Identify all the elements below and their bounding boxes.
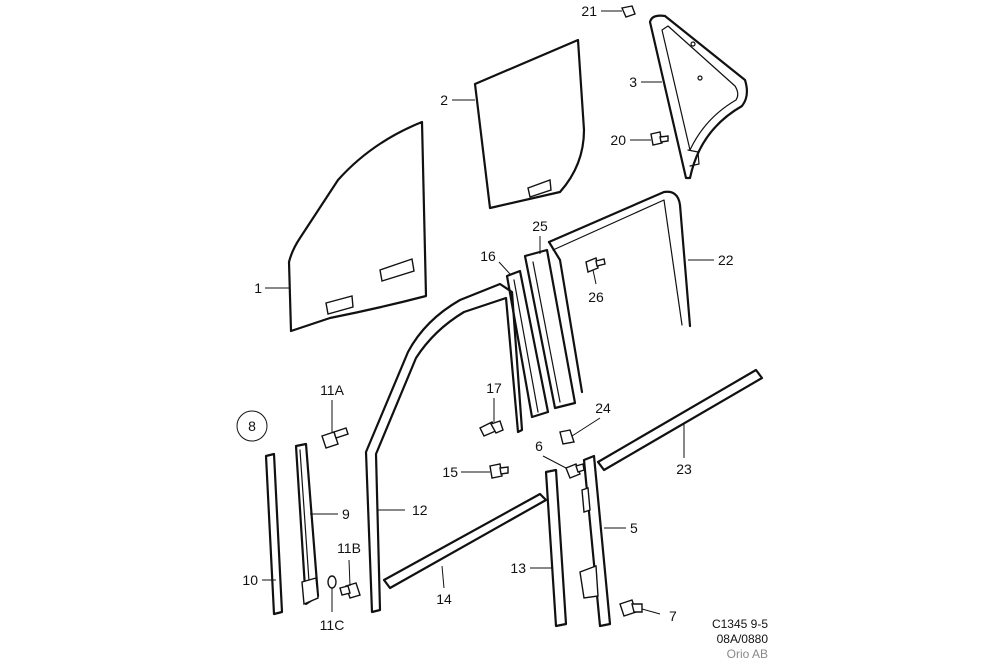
part-6-fastener — [565, 463, 585, 479]
callout-2: 2 — [440, 92, 448, 108]
part-21-clip — [621, 5, 636, 18]
part-7-bolt — [619, 599, 643, 617]
footer-company: Orio AB — [726, 647, 768, 661]
callout-10: 10 — [242, 572, 258, 588]
callout-11c: 11C — [320, 617, 345, 633]
callout-5: 5 — [630, 520, 638, 536]
callout-23: 23 — [676, 461, 692, 477]
callout-8-circle — [236, 410, 268, 442]
part-9-weatherstrip — [294, 442, 320, 606]
callout-17: 17 — [486, 380, 502, 396]
part-23-rear-sill — [596, 368, 764, 472]
leader-lines — [262, 10, 714, 615]
callout-14: 14 — [436, 591, 452, 607]
part-2-rear-door-glass — [473, 38, 586, 210]
callout-12: 12 — [412, 502, 428, 518]
part-20-screw — [650, 131, 669, 146]
callout-8: 8 — [248, 418, 256, 434]
part-12-front-seal — [364, 282, 524, 614]
callout-11b: 11B — [337, 540, 361, 556]
part-24-screw — [559, 429, 575, 445]
callout-1: 1 — [254, 280, 262, 296]
part-5-trim-bar — [579, 454, 612, 628]
callout-24: 24 — [595, 400, 611, 416]
part-10-strip — [264, 452, 284, 616]
callout-3: 3 — [629, 74, 637, 90]
callout-21: 21 — [581, 3, 597, 19]
part-16-pillar-strip — [505, 269, 550, 419]
footer-revision: 08A/0880 — [716, 632, 768, 646]
callout-15: 15 — [442, 464, 458, 480]
callout-6: 6 — [535, 438, 543, 454]
callout-7: 7 — [669, 608, 677, 624]
part-26-fastener — [585, 257, 606, 273]
footer-drawing-code: C1345 9-5 — [711, 617, 768, 631]
callout-11a: 11A — [320, 382, 345, 398]
part-13-rear-pillar — [544, 468, 568, 628]
part-15-screw — [489, 463, 509, 479]
part-14-sill-strip — [382, 492, 548, 590]
callout-26: 26 — [588, 289, 604, 305]
part-3-quarter-window — [648, 14, 749, 180]
callout-16: 16 — [480, 248, 496, 264]
part-1-front-door-glass — [287, 120, 428, 333]
callout-20: 20 — [610, 132, 626, 148]
callout-13: 13 — [510, 560, 526, 576]
part-17-fastener — [479, 420, 504, 437]
part-11c-washer — [327, 575, 337, 589]
part-22-rear-seal — [547, 190, 692, 394]
callout-22: 22 — [718, 252, 734, 268]
part-11a-fastener — [321, 427, 349, 449]
callout-9: 9 — [342, 506, 350, 522]
callout-25: 25 — [532, 218, 548, 234]
part-11b-bolt — [339, 582, 361, 599]
